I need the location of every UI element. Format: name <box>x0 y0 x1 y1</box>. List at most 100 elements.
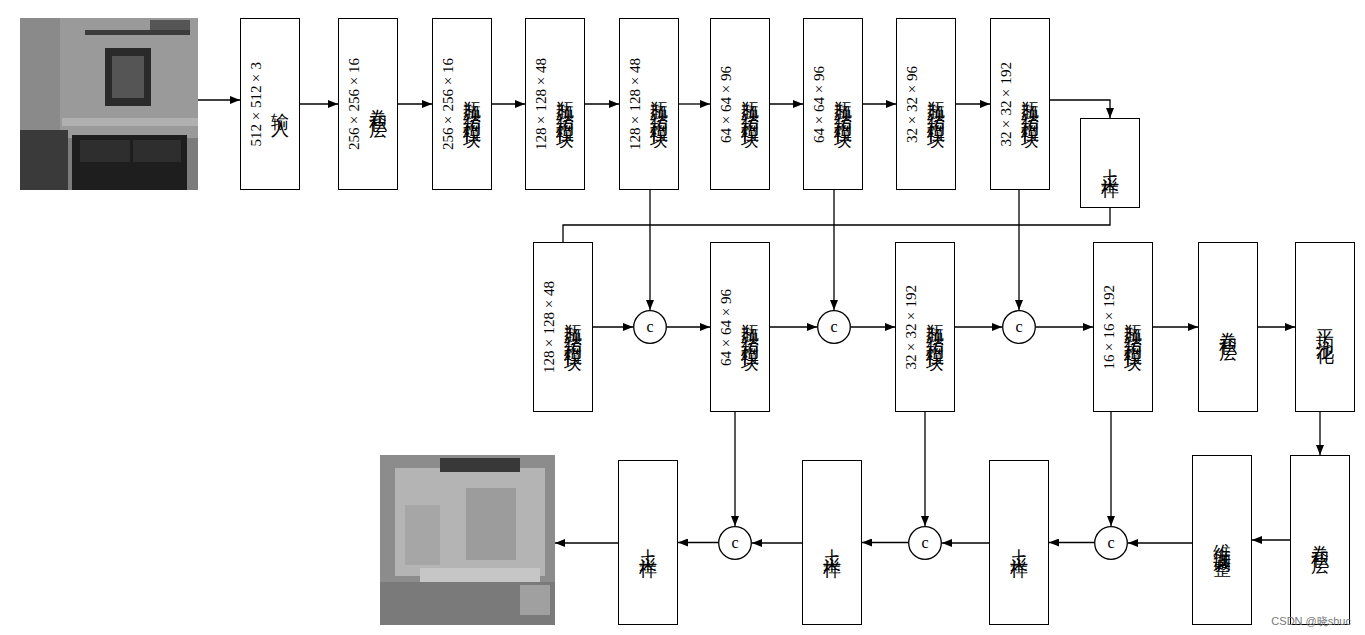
circle-shape <box>634 311 667 344</box>
layer-box: 上采样 <box>1080 118 1140 208</box>
layer-name: 瓶颈结构模块 <box>924 86 948 122</box>
layer-box: 上采样 <box>618 460 678 625</box>
tensor-size: 32×32×192 <box>998 62 1015 147</box>
data-flow-arrow <box>593 326 633 327</box>
output-segmentation <box>380 455 555 625</box>
data-flow-arrow <box>752 542 802 543</box>
circle-shape <box>1003 311 1036 344</box>
output-arrow <box>555 542 618 543</box>
tensor-size: 256×256×16 <box>440 58 457 150</box>
circle-shape <box>909 527 942 560</box>
photo-shelf <box>85 30 190 35</box>
data-flow-arrow <box>678 542 718 543</box>
tensor-size: 32×32×96 <box>904 66 921 143</box>
photo-painting <box>105 48 151 106</box>
photo-painting-inner <box>112 56 144 98</box>
concat-circle: c <box>817 310 851 344</box>
data-flow-arrow <box>300 103 338 104</box>
tensor-size: 128×128×48 <box>627 58 644 150</box>
concat-symbol: c <box>830 318 837 336</box>
layer-name: 上采样 <box>636 534 660 552</box>
layer-box: 平均池化 <box>1295 242 1355 412</box>
layer-box: 128×128×48瓶颈结构模块 <box>525 18 585 190</box>
data-flow-arrow <box>398 103 432 104</box>
data-flow-arrow <box>1252 539 1290 540</box>
layer-name: 瓶颈结构模块 <box>923 309 947 345</box>
layer-name: 卷积层 <box>1216 318 1240 336</box>
data-flow-arrow <box>1049 542 1094 543</box>
photo-cabinet <box>20 130 68 190</box>
data-flow-arrow <box>585 103 619 104</box>
tensor-size: 512×512×3 <box>248 62 265 147</box>
data-flow-arrow <box>1258 326 1295 327</box>
concat-symbol: c <box>731 534 738 552</box>
watermark: CSDN @晓shuc <box>1271 614 1351 629</box>
layer-name: 卷积层 <box>366 95 390 113</box>
seg-object <box>520 585 550 615</box>
concat-circle: c <box>718 526 752 560</box>
layer-box: 32×32×96瓶颈结构模块 <box>896 18 956 190</box>
seg-wall <box>395 468 545 576</box>
layer-name: 上采样 <box>820 534 844 552</box>
layer-box: 卷积层 <box>1198 242 1258 412</box>
input-photo <box>20 18 198 190</box>
input-arrow <box>198 99 240 100</box>
data-flow-arrow <box>1018 190 1019 310</box>
data-flow-arrow <box>863 103 896 104</box>
tensor-size: 64×64×96 <box>718 66 735 143</box>
data-flow-arrow <box>851 326 895 327</box>
data-flow-arrow <box>1050 100 1110 118</box>
data-flow-arrow <box>1153 326 1198 327</box>
data-flow-arrow <box>955 326 1002 327</box>
concat-symbol: c <box>921 534 928 552</box>
layer-name: 瓶颈结构模块 <box>1121 309 1145 345</box>
layer-box: 上采样 <box>989 460 1049 625</box>
layer-box: 256×256×16卷积层 <box>338 18 398 190</box>
layer-box: 维度调整 <box>1192 455 1252 625</box>
data-flow-arrow <box>956 103 990 104</box>
layer-name: 上采样 <box>1007 534 1031 552</box>
data-flow-arrow <box>667 326 710 327</box>
seg-painting <box>466 488 516 560</box>
data-flow-arrow <box>942 542 989 543</box>
photo-sofa-cushion <box>133 140 181 162</box>
layer-box: 64×64×96瓶颈结构模块 <box>803 18 863 190</box>
data-flow-arrow <box>924 412 925 526</box>
tensor-size: 128×128×48 <box>533 58 550 150</box>
concat-circle: c <box>633 310 667 344</box>
layer-name: 维度调整 <box>1210 528 1234 552</box>
data-flow-arrow <box>1110 412 1111 526</box>
seg-floor <box>380 582 555 625</box>
layer-box: 上采样 <box>802 460 862 625</box>
tensor-size: 64×64×96 <box>811 66 828 143</box>
layer-box: 128×128×48瓶颈结构模块 <box>619 18 679 190</box>
photo-books <box>150 20 190 30</box>
data-flow-arrow <box>563 208 1110 242</box>
data-flow-arrow <box>492 103 525 104</box>
layer-name: 瓶颈结构模块 <box>460 86 484 122</box>
layer-name: 瓶颈结构模块 <box>738 309 762 345</box>
data-flow-arrow <box>1128 542 1192 543</box>
photo-wall <box>60 18 198 138</box>
circle-shape <box>719 527 752 560</box>
seg-region <box>405 505 440 565</box>
layer-name: 平均池化 <box>1313 315 1337 339</box>
tensor-size: 16×16×192 <box>1101 285 1118 370</box>
layer-box: 128×128×48瓶颈结构模块 <box>533 242 593 412</box>
layer-name: 瓶颈结构模块 <box>647 86 671 122</box>
circle-shape <box>818 311 851 344</box>
layer-name: 输入 <box>268 98 292 110</box>
data-flow-arrow <box>1036 326 1093 327</box>
tensor-size: 64×64×96 <box>718 289 735 366</box>
layer-name: 瓶颈结构模块 <box>561 309 585 345</box>
data-flow-arrow <box>734 412 735 526</box>
tensor-size: 128×128×48 <box>541 281 558 373</box>
data-flow-arrow <box>649 190 650 310</box>
layer-name: 卷积层 <box>1308 531 1332 549</box>
seg-background <box>380 455 555 625</box>
layer-name: 瓶颈结构模块 <box>1018 86 1042 122</box>
seg-shelf <box>440 458 520 472</box>
concat-circle: c <box>1002 310 1036 344</box>
